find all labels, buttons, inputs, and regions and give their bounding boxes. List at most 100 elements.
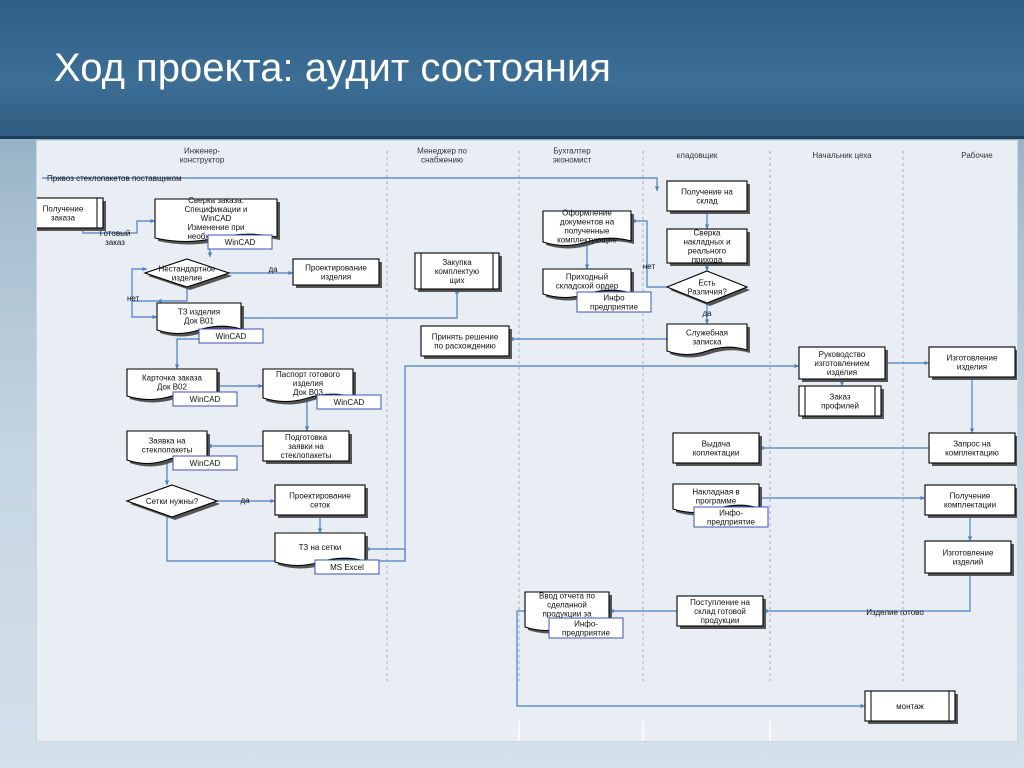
lane-header: Инженер-конструктор: [180, 147, 225, 165]
connector-arrowhead: [304, 426, 310, 431]
connector-arrowhead: [839, 381, 845, 386]
edge-label-text: да: [240, 496, 250, 505]
software-tag: WinCAD: [172, 455, 238, 471]
connector-arrowhead: [207, 252, 213, 257]
connector-line: [241, 289, 458, 319]
connector-line: [131, 301, 157, 318]
slide-title: Ход проекта: аудит состояния: [54, 46, 611, 90]
connector-line: [516, 610, 865, 707]
edge-label-no1: нет: [127, 294, 140, 303]
software-tag-text: WinCAD: [190, 395, 221, 404]
connector-line: [763, 573, 971, 612]
edge-label-text: нет: [127, 294, 140, 303]
connector-arrowhead: [174, 364, 180, 369]
connector-line: [131, 268, 157, 302]
edge-label-supplier: Привоз стеклопакетов поставщиком: [47, 174, 182, 183]
flow-node-n31: монтаж: [864, 690, 958, 724]
software-tag: Инфо-предприятие: [693, 506, 769, 528]
software-tag: WinCAD: [207, 234, 273, 250]
connector-arrowhead: [150, 218, 155, 224]
lane-header-text: Инженер-конструктор: [180, 147, 225, 165]
flow-node-text: ТЗ на сетки: [299, 543, 342, 552]
edge-label-text: заказ: [105, 238, 125, 247]
lane-header: Начальник цеха: [812, 151, 872, 160]
software-tag: WinCAD: [172, 391, 238, 407]
edge-label-text: Изделие готово: [866, 608, 924, 617]
software-tag-text: Инфо-предприятие: [707, 509, 755, 527]
edge-label-no2: нет: [643, 262, 656, 271]
software-tag: WinCAD: [198, 328, 264, 344]
software-tag-text: Инфо-предприятие: [562, 620, 610, 638]
connector-arrowhead: [157, 298, 162, 304]
edge-label-product-ready: Изделие готово: [866, 608, 924, 617]
connector-arrowhead: [969, 428, 975, 433]
connector-line: [631, 220, 667, 288]
connector-arrowhead: [288, 270, 293, 276]
connector-arrowhead: [704, 224, 710, 229]
flow-node-text: Сетки нужны?: [146, 497, 199, 506]
lane-header: кладовщик: [677, 151, 718, 160]
connector-arrowhead: [152, 314, 157, 320]
software-tag: MS Excel: [314, 559, 380, 575]
lane-header-text: Рабочие: [961, 151, 993, 160]
connector-arrowhead: [967, 536, 973, 541]
flow-node-text: монтаж: [896, 702, 924, 711]
connector-arrowhead: [654, 186, 660, 191]
software-tag-text: MS Excel: [330, 563, 364, 572]
connector-arrowhead: [258, 383, 263, 389]
lane-header: Рабочие: [961, 151, 993, 160]
edge-label-text: да: [268, 265, 278, 274]
connector-arrowhead: [920, 495, 925, 501]
edge-label-yes2: да: [702, 309, 712, 318]
software-tag-text: WinCAD: [334, 398, 365, 407]
edge-label-yes1: да: [268, 265, 278, 274]
software-tag-text: WinCAD: [190, 459, 221, 468]
edge-label-text: да: [702, 309, 712, 318]
connector-arrowhead: [142, 266, 147, 272]
title-bar: Ход проекта: аудит состояния: [0, 0, 1024, 139]
